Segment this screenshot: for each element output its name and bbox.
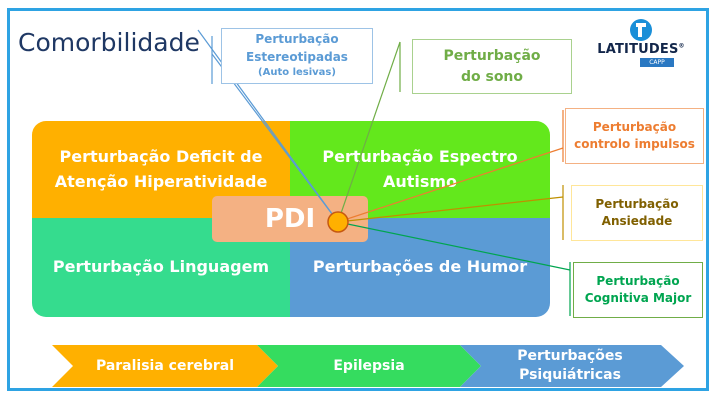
logo-wordmark: LATITUDES® [597, 42, 685, 57]
connector-impulsos [337, 147, 564, 223]
slide-frame [7, 8, 709, 391]
logo-subtitle: CAPP [640, 58, 674, 67]
center-node [327, 211, 349, 233]
chevron-psiquiatricas-shape [460, 345, 684, 387]
connector-sono [337, 41, 401, 223]
chevron-paralisia: Paralisia cerebral [95, 357, 235, 374]
page-title: Comorbilidade [18, 28, 200, 57]
connector-cognitiva [337, 221, 571, 271]
chevron-epilepsia-shape [257, 345, 481, 387]
connector-ansiedade [337, 196, 564, 223]
latitudes-logo-icon [630, 19, 652, 41]
logo: LATITUDES® CAPP [594, 18, 688, 74]
chevron-paralisia-shape [52, 345, 278, 387]
chevron-epilepsia: Epilepsia [333, 357, 405, 374]
